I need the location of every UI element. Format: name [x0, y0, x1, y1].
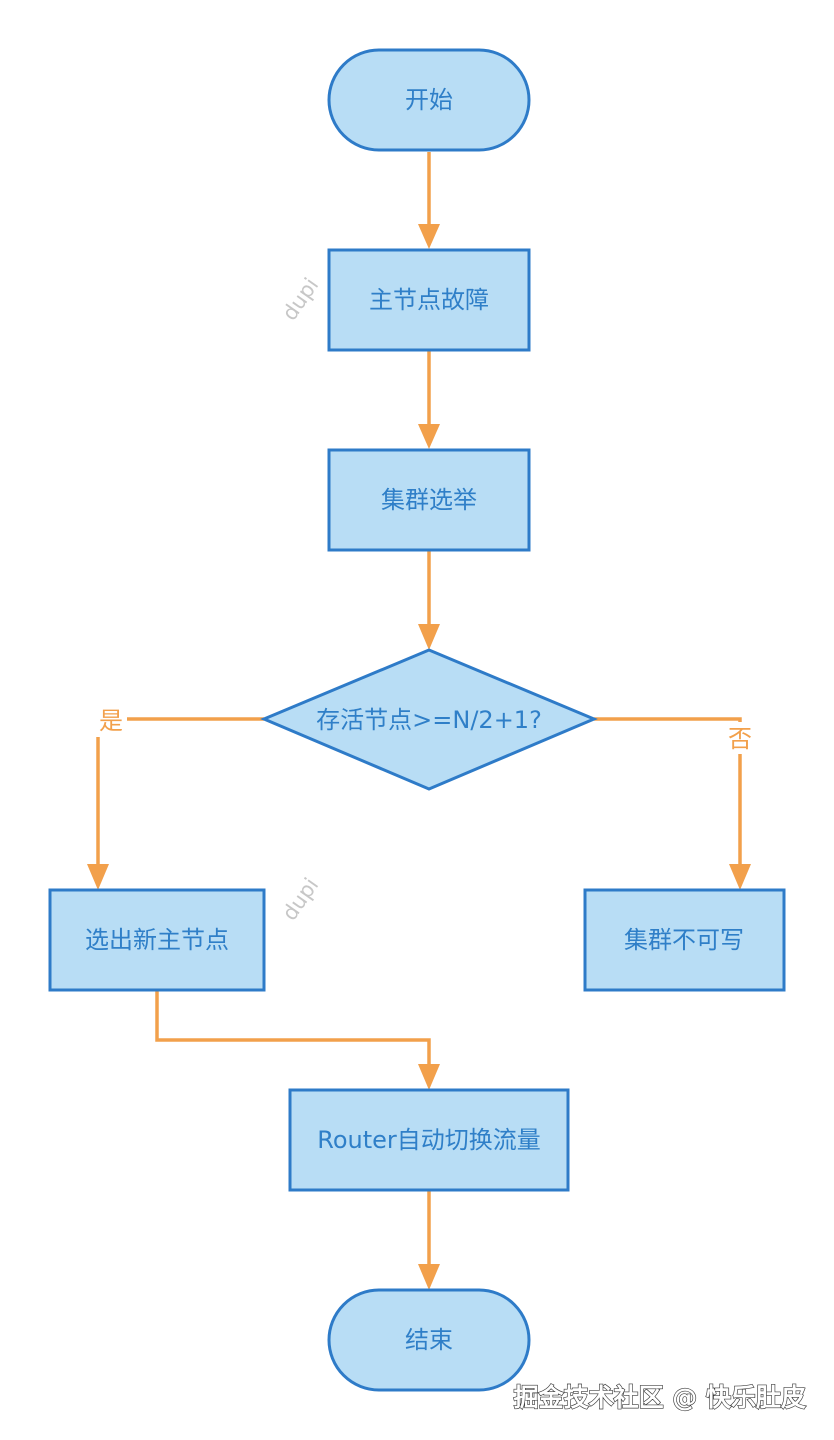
watermarks: dupi dupi: [277, 274, 323, 925]
decision-label: 存活节点>=N/2+1?: [316, 706, 542, 734]
router-switch-label: Router自动切换流量: [317, 1126, 541, 1154]
master-failure-node: [327, 248, 531, 352]
edge-labels: 是 否: [95, 705, 756, 754]
yes-label: 是: [99, 707, 123, 735]
watermark-middle: dupi: [277, 874, 323, 925]
arrowhead-failure: [418, 224, 440, 249]
cluster-unwritable-label: 集群不可写: [624, 926, 744, 954]
start-node-label: 开始: [405, 86, 453, 114]
arrowhead-election: [418, 424, 440, 449]
router-switch-node: [288, 1088, 570, 1192]
master-failure-label: 主节点故障: [369, 286, 489, 314]
arrowhead-router: [418, 1064, 440, 1090]
arrowhead-unwritable: [729, 864, 751, 890]
arrowhead-new-master: [87, 864, 109, 890]
cluster-election-node: [327, 448, 531, 552]
no-label-background: [724, 722, 756, 754]
footer-credit: 掘金技术社区 @ 快乐肚皮: [514, 1383, 806, 1412]
elect-new-master-node: [48, 888, 266, 992]
end-node: [327, 1288, 531, 1392]
edge-decision-yes: [96, 717, 264, 868]
arrowhead-decision: [418, 624, 440, 650]
cluster-election-label: 集群选举: [381, 486, 477, 514]
end-node-label: 结束: [405, 1326, 453, 1354]
yes-label-background: [95, 705, 127, 737]
edge-new-master-to-router: [155, 991, 431, 1068]
decision-node: [260, 648, 598, 791]
edges: [87, 152, 751, 1290]
watermark-top: dupi: [277, 274, 323, 325]
no-label: 否: [728, 725, 752, 753]
nodes: 开始 主节点故障 集群选举 存活节点>=N/2+1? 选出新主节点 集群不可写 …: [48, 48, 786, 1392]
cluster-unwritable-node: [583, 888, 786, 992]
elect-new-master-label: 选出新主节点: [85, 926, 229, 954]
edge-decision-no: [594, 717, 742, 868]
arrowhead-end: [418, 1264, 440, 1290]
start-node: [327, 48, 531, 152]
